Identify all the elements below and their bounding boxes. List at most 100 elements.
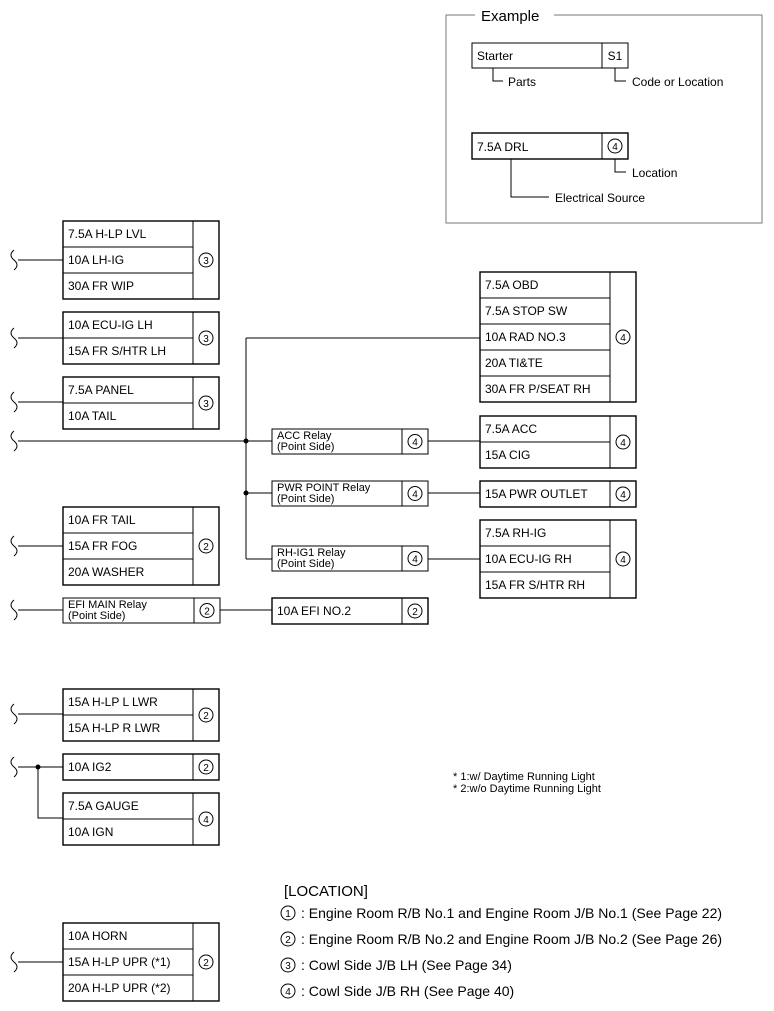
relay-location: 4 bbox=[412, 555, 418, 566]
location-number: 2 bbox=[203, 763, 209, 774]
relay-name: RH-IG1 Relay bbox=[277, 547, 346, 559]
fuse-label: 15A FR FOG bbox=[68, 539, 137, 553]
note-2: * 2:w/o Daytime Running Light bbox=[453, 783, 601, 795]
relay-rh-ig1: RH-IG1 Relay (Point Side) 4 bbox=[271, 545, 429, 572]
example-parts-code: S1 bbox=[608, 49, 623, 63]
example-source-label: Electrical Source bbox=[555, 191, 645, 205]
fuse-label: 15A CIG bbox=[485, 448, 530, 462]
example-location-number: 4 bbox=[612, 142, 618, 153]
location-circle bbox=[198, 252, 214, 268]
location-circle bbox=[198, 954, 214, 970]
location-circle bbox=[198, 330, 214, 346]
fuse-label: 10A IGN bbox=[68, 825, 113, 839]
fuse-label: 15A H-LP L LWR bbox=[68, 695, 158, 709]
fuse-label: 15A PWR OUTLET bbox=[485, 487, 588, 501]
location-circle bbox=[615, 551, 631, 567]
fuse-label: 7.5A PANEL bbox=[68, 383, 134, 397]
location-circle bbox=[615, 329, 631, 345]
example-title: Example bbox=[481, 8, 539, 25]
left-fuse-group: 7.5A GAUGE 10A IGN 4 bbox=[62, 792, 220, 846]
relay-location: 4 bbox=[412, 490, 418, 501]
fuse-group-frame bbox=[62, 753, 220, 781]
example-parts-name: Starter bbox=[477, 49, 513, 63]
left-fuse-group: 10A FR TAIL 15A FR FOG 20A WASHER 2 bbox=[62, 506, 220, 586]
efi-fuse-location: 2 bbox=[412, 607, 418, 618]
fuse-label: 7.5A OBD bbox=[485, 278, 539, 292]
location-number: 3 bbox=[203, 256, 209, 267]
fuse-group-frame bbox=[62, 506, 220, 586]
legend-number-1: 1 bbox=[285, 909, 291, 920]
efi-relay-location: 2 bbox=[204, 607, 210, 618]
location-number: 2 bbox=[203, 542, 209, 553]
relay-name: ACC Relay bbox=[277, 430, 332, 442]
efi-no2-fuse: 10A EFI NO.2 2 bbox=[271, 597, 429, 625]
relay-name: PWR POINT Relay bbox=[277, 482, 371, 494]
fuse-label: 20A TI&TE bbox=[485, 356, 543, 370]
fuse-group-frame bbox=[479, 519, 637, 599]
fuse-label: 30A FR WIP bbox=[68, 279, 134, 293]
legend-text-4: : Cowl Side J/B RH (See Page 40) bbox=[301, 983, 514, 999]
location-number: 3 bbox=[203, 399, 209, 410]
efi-relay-side: (Point Side) bbox=[68, 610, 125, 622]
fuse-label: 10A TAIL bbox=[68, 409, 117, 423]
fuse-label: 15A FR S/HTR RH bbox=[485, 578, 585, 592]
fuse-label: 20A WASHER bbox=[68, 565, 145, 579]
example-box: Example Starter S1 Parts Code or Locatio… bbox=[445, 8, 763, 224]
legend-number-4: 4 bbox=[285, 987, 291, 998]
right-fuse-group: 15A PWR OUTLET 4 bbox=[479, 480, 637, 508]
fuse-label: 10A RAD NO.3 bbox=[485, 330, 566, 344]
location-number: 4 bbox=[620, 555, 626, 566]
relay-side: (Point Side) bbox=[277, 493, 334, 505]
fuse-label: 15A FR S/HTR LH bbox=[68, 344, 166, 358]
right-fuse-groups: 7.5A OBD 7.5A STOP SW 10A RAD NO.3 20A TI&T… bbox=[479, 271, 637, 599]
efi-relay-name: EFI MAIN Relay bbox=[68, 599, 147, 611]
location-number: 2 bbox=[203, 711, 209, 722]
relay-side: (Point Side) bbox=[277, 441, 334, 453]
location-number: 4 bbox=[203, 815, 209, 826]
legend-text-2: : Engine Room R/B No.2 and Engine Room J… bbox=[301, 931, 722, 947]
fuse-label: 10A IG2 bbox=[68, 760, 112, 774]
relay-pwr-point: PWR POINT Relay (Point Side) 4 bbox=[271, 480, 429, 507]
location-circle bbox=[198, 759, 214, 775]
legend-text-3: : Cowl Side J/B LH (See Page 34) bbox=[301, 957, 512, 973]
location-circle bbox=[615, 486, 631, 502]
fuse-label: 20A H-LP UPR (*2) bbox=[68, 981, 171, 995]
fuse-label: 10A ECU-IG LH bbox=[68, 318, 153, 332]
right-fuse-group: 7.5A OBD 7.5A STOP SW 10A RAD NO.3 20A TI&T… bbox=[479, 271, 637, 403]
location-legend: [LOCATION] 1 : Engine Room R/B No.1 and … bbox=[280, 883, 722, 999]
left-fuse-group: 10A IG2 2 bbox=[62, 753, 220, 781]
location-number: 4 bbox=[620, 438, 626, 449]
fuse-label: 7.5A RH-IG bbox=[485, 526, 546, 540]
location-number: 4 bbox=[620, 333, 626, 344]
fuse-group-frame bbox=[479, 271, 637, 403]
fuse-label: 7.5A STOP SW bbox=[485, 304, 568, 318]
fuse-group-frame bbox=[479, 480, 637, 508]
wire-junctions bbox=[35, 438, 249, 770]
fuse-label: 15A H-LP UPR (*1) bbox=[68, 955, 171, 969]
wires bbox=[18, 259, 480, 963]
left-fuse-group: 7.5A PANEL 10A TAIL 3 bbox=[62, 376, 220, 430]
fuse-label: 7.5A GAUGE bbox=[68, 799, 139, 813]
legend-text-1: : Engine Room R/B No.1 and Engine Room J… bbox=[301, 905, 722, 921]
fuse-group-frame bbox=[62, 220, 220, 300]
fuse-label: 7.5A ACC bbox=[485, 422, 537, 436]
fuse-group-frame bbox=[62, 922, 220, 1002]
fuse-label: 10A FR TAIL bbox=[68, 513, 136, 527]
right-fuse-group: 7.5A ACC 15A CIG 4 bbox=[479, 415, 637, 469]
example-code-label: Code or Location bbox=[632, 75, 723, 89]
fuse-label: 15A H-LP R LWR bbox=[68, 721, 161, 735]
legend-number-3: 3 bbox=[285, 961, 291, 972]
fuse-label: 30A FR P/SEAT RH bbox=[485, 382, 591, 396]
relay-side: (Point Side) bbox=[277, 558, 334, 570]
location-circle bbox=[198, 395, 214, 411]
fuse-label: 7.5A H-LP LVL bbox=[68, 227, 147, 241]
legend-title: [LOCATION] bbox=[284, 883, 368, 900]
example-parts-label: Parts bbox=[508, 75, 536, 89]
location-number: 4 bbox=[620, 490, 626, 501]
